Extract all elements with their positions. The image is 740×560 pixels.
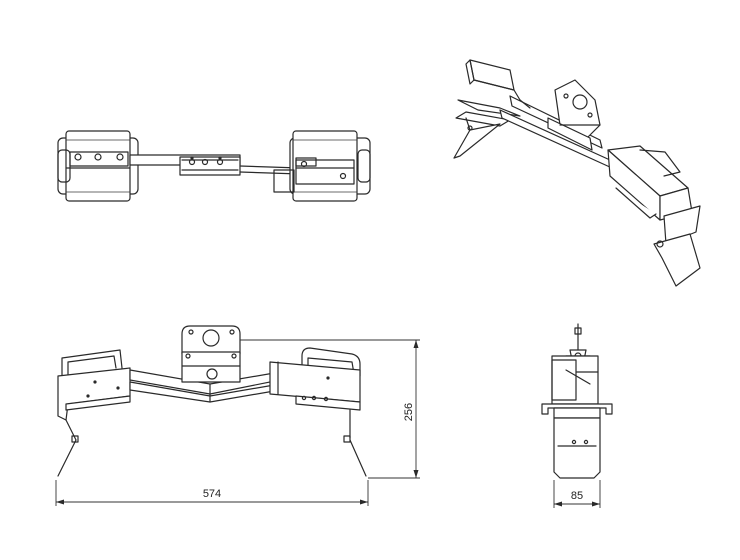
top-view-left-bracket — [57, 130, 139, 202]
side-base-frame — [541, 403, 613, 419]
side-width-dimension-label: 85 — [571, 490, 583, 502]
top-view — [57, 130, 371, 202]
front-left-body — [57, 367, 131, 477]
side-upper-box — [551, 355, 599, 405]
width-dimension-label: 574 — [203, 488, 221, 500]
front-view: 574 256 — [55, 325, 420, 506]
side-width-dimension: 85 — [553, 480, 601, 508]
isometric-view — [453, 59, 701, 287]
iso-left-base — [453, 99, 521, 159]
iso-right-box — [607, 145, 693, 221]
front-right-box — [269, 361, 367, 477]
top-view-right-bracket — [273, 130, 371, 202]
iso-right-blade — [653, 205, 701, 287]
height-dimension-label: 256 — [403, 403, 415, 421]
iso-left-handle — [465, 59, 521, 101]
front-hinge-plate — [181, 325, 241, 383]
front-height-dimension: 256 — [240, 339, 420, 479]
side-lower-plate — [553, 417, 601, 479]
side-view: 85 — [541, 323, 613, 508]
front-width-dimension: 574 — [55, 480, 369, 506]
front-left-handle — [61, 349, 123, 379]
iso-hinge-plate — [547, 79, 601, 151]
